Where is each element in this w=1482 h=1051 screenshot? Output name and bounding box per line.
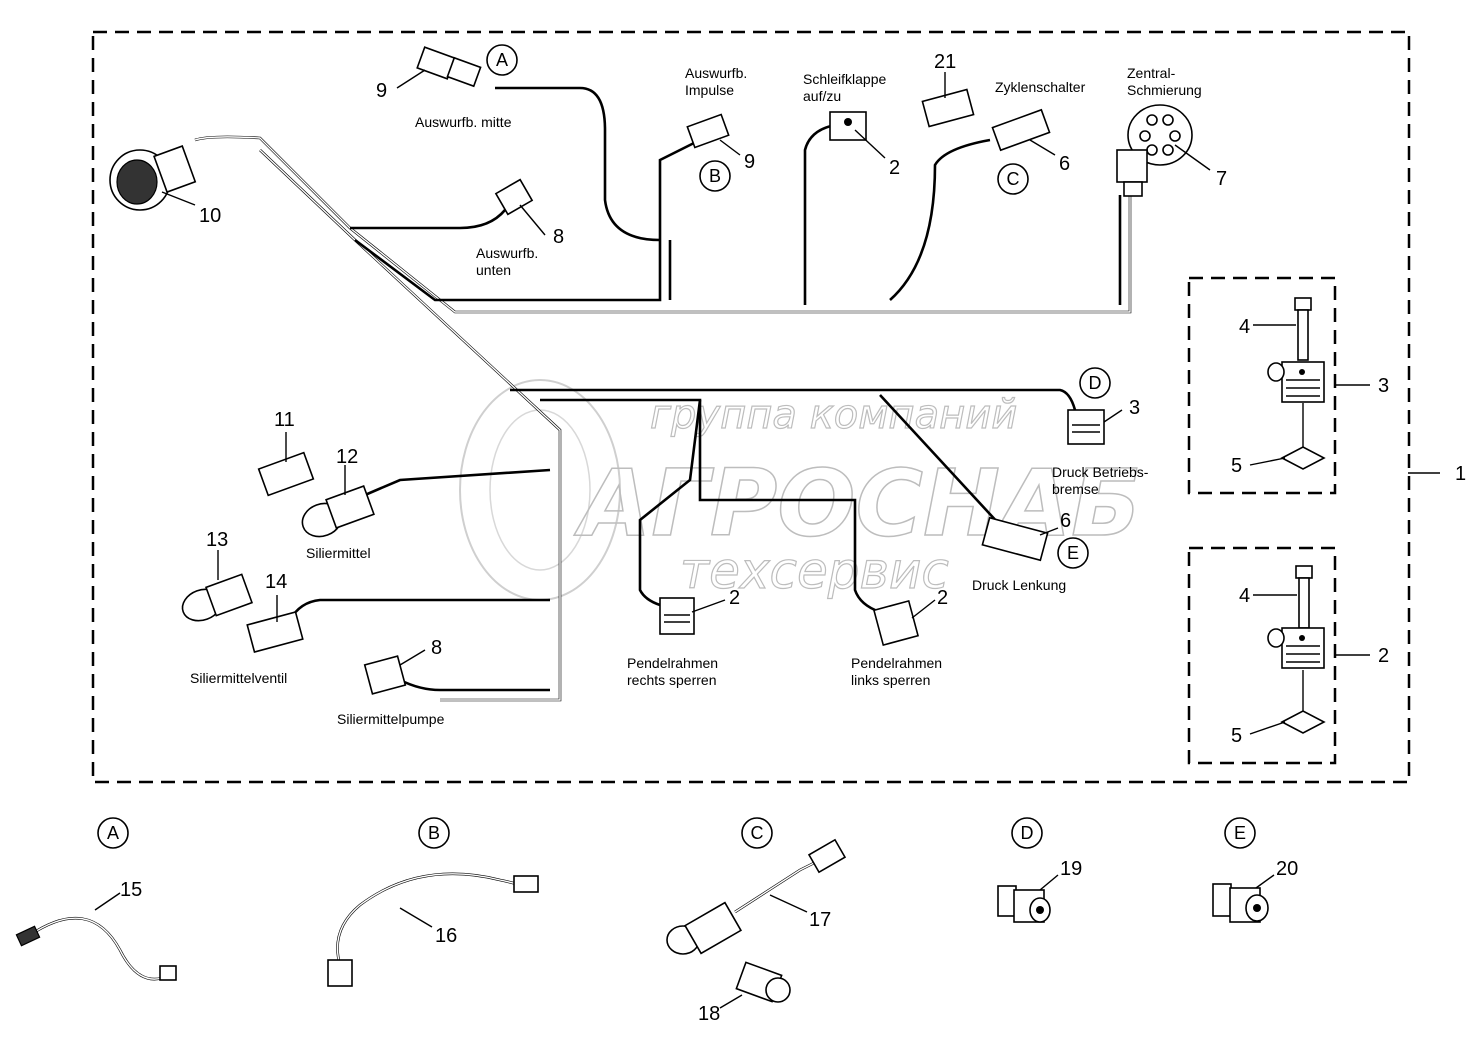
connector-6-zyklen [991,108,1051,152]
label-pendel-links-2: links sperren [851,672,930,688]
label-siliermittelpumpe: Siliermittelpumpe [337,711,445,727]
label-zyklenschalter: Zyklenschalter [995,79,1086,95]
letter-circles-bottom [97,817,1256,849]
callout-16: 16 [435,925,457,947]
letter-c-bottom: C [751,823,764,843]
watermark-line2: АГРОСНАБ [574,450,1141,557]
kit-3-parts [1267,297,1326,470]
label-auswurfb-impulse-1: Auswurfb. [685,65,747,81]
connector-3-betriebsbremse [1067,409,1105,445]
callout-9-impulse: 9 [744,151,755,173]
detail-c-plug-18 [719,961,791,1009]
label-siliermittel: Siliermittel [306,545,371,561]
connector-9-impulse [686,113,730,149]
letter-a-bottom: A [107,823,119,843]
connector-10 [109,145,197,211]
connector-8-pumpe [363,655,407,695]
watermark-line3: техсервис [680,542,949,600]
letter-e-top: E [1067,543,1079,563]
label-siliermittelventil: Siliermittelventil [190,670,287,686]
detail-b-cable-16 [327,872,539,987]
callout-18: 18 [698,1003,720,1025]
callout-15: 15 [120,879,142,901]
watermark: группа компаний АГРОСНАБ техсервис [459,379,1142,601]
connector-8-top [494,178,534,216]
kit-2-parts [1267,565,1326,734]
label-auswurfb-unten-1: Auswurfb. [476,245,538,261]
callout-20: 20 [1276,858,1298,880]
detail-e-sensor-20 [1212,874,1275,923]
connector-9-top [416,46,482,88]
callout-2-links: 2 [937,587,948,609]
callout-13: 13 [206,529,228,551]
letter-d-bottom: D [1021,823,1034,843]
label-pendel-rechts-1: Pendelrahmen [627,655,718,671]
letter-c-top: C [1007,169,1020,189]
callout-5-kit2: 5 [1231,725,1242,747]
callout-14: 14 [265,571,287,593]
label-pendel-rechts-2: rechts sperren [627,672,716,688]
label-schleifklappe-2: auf/zu [803,88,841,104]
connector-6-lenkung [981,516,1049,562]
leader-lines [161,69,1440,735]
callout-6-zyklen: 6 [1059,153,1070,175]
connector-13 [181,573,254,622]
callout-19: 19 [1060,858,1082,880]
callout-2-rechts: 2 [729,587,740,609]
kit-frame-2 [1187,546,1337,765]
label-druck-lenkung: Druck Lenkung [972,577,1066,593]
connector-12 [301,485,375,538]
callout-12: 12 [336,446,358,468]
callout-5-kit3: 5 [1231,455,1242,477]
connector-21 [921,88,975,128]
letter-circles-top [486,44,1111,569]
detail-c-cable-17 [666,838,847,955]
callout-17: 17 [809,909,831,931]
label-druck-betriebs-1: Druck Betriebs- [1052,464,1149,480]
label-auswurfb-unten-2: unten [476,262,511,278]
label-auswurfb-impulse-2: Impulse [685,82,734,98]
callout-3-kit: 3 [1378,375,1389,397]
letter-e-bottom: E [1234,823,1246,843]
detail-a-cable-15 [15,892,177,981]
connector-11 [257,451,315,497]
kit-frame-3 [1187,276,1337,495]
connector-14 [246,611,304,653]
label-schleifklappe-1: Schleifklappe [803,71,886,87]
label-auswurfb-mitte: Auswurfb. mitte [415,114,512,130]
letter-b-top: B [709,166,721,186]
connector-2-links [872,599,920,647]
callout-9-top: 9 [376,80,387,102]
callout-2-kit: 2 [1378,645,1389,667]
connector-7 [1116,104,1193,197]
callout-10: 10 [199,205,221,227]
label-pendel-links-1: Pendelrahmen [851,655,942,671]
callout-7: 7 [1216,168,1227,190]
letter-a-top: A [496,50,508,70]
callout-4-kit3: 4 [1239,316,1250,338]
detail-d-sensor-19 [997,874,1059,923]
callout-11: 11 [274,409,295,431]
harness-cables [194,86,1132,702]
letter-d-top: D [1089,373,1102,393]
connector-2-rechts [659,597,695,635]
callout-3-bremse: 3 [1129,397,1140,419]
callout-8-pumpe: 8 [431,637,442,659]
callout-8-top: 8 [553,226,564,248]
callout-1: 1 [1455,463,1466,485]
label-zentral-1: Zentral- [1127,65,1176,81]
callout-2-schleif: 2 [889,157,900,179]
callout-21: 21 [934,51,956,73]
watermark-line1: группа компаний [650,392,1017,438]
label-druck-betriebs-2: bremse [1052,481,1099,497]
callout-4-kit2: 4 [1239,585,1250,607]
callout-6-lenkung: 6 [1060,510,1071,532]
letter-b-bottom: B [428,823,440,843]
label-zentral-2: Schmierung [1127,82,1202,98]
